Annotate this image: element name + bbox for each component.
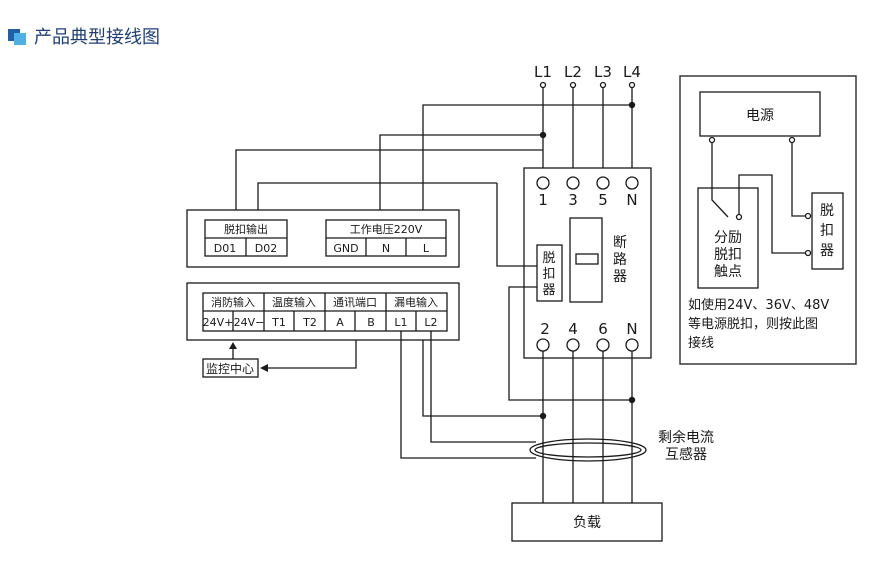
svg-text:T2: T2	[302, 316, 317, 329]
circuit-breaker	[523, 167, 652, 359]
breaker-top-labels: 1 3 5 N	[538, 191, 637, 209]
svg-text:器: 器	[542, 283, 555, 298]
svg-text:N: N	[626, 320, 637, 338]
section-title: 产品典型接线图	[34, 27, 160, 48]
monitor-center-box	[202, 358, 259, 378]
svg-text:分励: 分励	[714, 230, 742, 246]
trip-feed-wires	[422, 286, 632, 417]
svg-text:脱: 脱	[820, 203, 834, 219]
inset-power-label: 电源	[746, 108, 774, 124]
svg-text:剩余电流: 剩余电流	[658, 429, 714, 446]
terminal-label: L4	[623, 63, 641, 81]
svg-text:路: 路	[613, 252, 627, 268]
breaker-bottom-labels: 2 4 6 N	[540, 320, 637, 338]
svg-text:触点: 触点	[714, 264, 742, 280]
inset-wires	[708, 136, 812, 257]
inset-trip-box	[811, 192, 844, 270]
supply-lines	[542, 88, 633, 168]
svg-text:扣: 扣	[542, 267, 555, 282]
svg-text:脱: 脱	[542, 251, 555, 266]
svg-text:N: N	[382, 242, 390, 255]
breaker-handle	[575, 253, 599, 265]
svg-text:脱扣输出: 脱扣输出	[224, 222, 268, 236]
module-bottom	[186, 282, 460, 341]
inset-note: 如使用24V、36V、48V 等电源脱扣，则按此图 接线	[688, 297, 829, 351]
module-top	[186, 209, 460, 268]
ct-label: 剩余电流 互感器	[658, 429, 714, 463]
breaker-trip-label: 脱 扣 器	[542, 251, 555, 298]
inset-trip-label: 脱 扣 器	[820, 203, 834, 259]
breaker-trip-unit	[536, 244, 563, 302]
load-box	[511, 502, 663, 542]
svg-text:如使用24V、36V、48V: 如使用24V、36V、48V	[688, 297, 829, 313]
svg-text:脱扣: 脱扣	[714, 247, 742, 263]
terminal-label: L1	[534, 63, 552, 81]
section-header: 产品典型接线图	[8, 22, 160, 50]
svg-text:2: 2	[540, 320, 550, 338]
module-bottom-text: 消防输入 温度输入 通讯端口 漏电输入 24V+ 24V− T1 T2 A B …	[203, 295, 438, 329]
blue-squares-icon	[8, 27, 26, 45]
svg-text:D01: D01	[214, 242, 236, 255]
svg-text:GND: GND	[333, 242, 358, 255]
ct-signal-wires	[400, 331, 536, 459]
svg-text:温度输入: 温度输入	[272, 295, 316, 309]
load-label: 负载	[573, 515, 601, 531]
svg-text:L1: L1	[394, 316, 407, 329]
module-top-text: 脱扣输出 D01 D02 工作电压220V GND N L	[214, 222, 430, 255]
svg-text:D02: D02	[255, 242, 277, 255]
svg-text:接线: 接线	[688, 335, 714, 351]
power-wires	[235, 104, 632, 267]
monitor-arrows	[229, 340, 357, 372]
svg-text:互感器: 互感器	[665, 446, 707, 463]
inset-power-box	[699, 91, 821, 137]
svg-text:B: B	[367, 316, 375, 329]
breaker-handle-slot	[569, 217, 603, 303]
svg-text:24V−: 24V−	[234, 316, 265, 329]
svg-text:扣: 扣	[820, 223, 834, 239]
top-terminals: L1 L2 L3 L4	[534, 63, 641, 81]
terminal-label: L3	[594, 63, 612, 81]
svg-text:漏电输入: 漏电输入	[394, 295, 438, 309]
load-lines	[542, 351, 633, 503]
terminal-label: L2	[564, 63, 582, 81]
svg-text:1: 1	[538, 191, 548, 209]
ct-ring-inner	[534, 442, 642, 458]
svg-text:6: 6	[598, 320, 608, 338]
svg-text:工作电压220V: 工作电压220V	[350, 223, 423, 236]
svg-text:断: 断	[613, 235, 627, 251]
svg-text:4: 4	[568, 320, 578, 338]
svg-text:L2: L2	[424, 316, 437, 329]
inset-panel	[679, 75, 857, 365]
breaker-bottom-terminals	[536, 338, 639, 352]
monitor-center-label: 监控中心	[206, 361, 254, 376]
svg-text:T1: T1	[271, 316, 286, 329]
svg-text:消防输入: 消防输入	[211, 295, 255, 309]
top-terminal-circles	[539, 81, 636, 89]
svg-text:器: 器	[613, 269, 627, 285]
svg-text:5: 5	[598, 191, 608, 209]
ct-ring-outer	[529, 438, 647, 462]
inset-contact-label: 分励 脱扣 触点	[714, 230, 742, 280]
svg-text:器: 器	[820, 243, 834, 259]
breaker-side-label: 断 路 器	[613, 235, 627, 285]
svg-text:等电源脱扣，则按此图: 等电源脱扣，则按此图	[688, 316, 818, 332]
svg-text:A: A	[336, 316, 344, 329]
inset-contact-box	[697, 187, 759, 289]
svg-text:通讯端口: 通讯端口	[333, 296, 377, 309]
svg-text:L: L	[423, 242, 430, 255]
svg-text:24V+: 24V+	[203, 316, 234, 329]
svg-text:N: N	[626, 191, 637, 209]
svg-text:3: 3	[568, 191, 578, 209]
breaker-top-terminals	[536, 176, 639, 190]
